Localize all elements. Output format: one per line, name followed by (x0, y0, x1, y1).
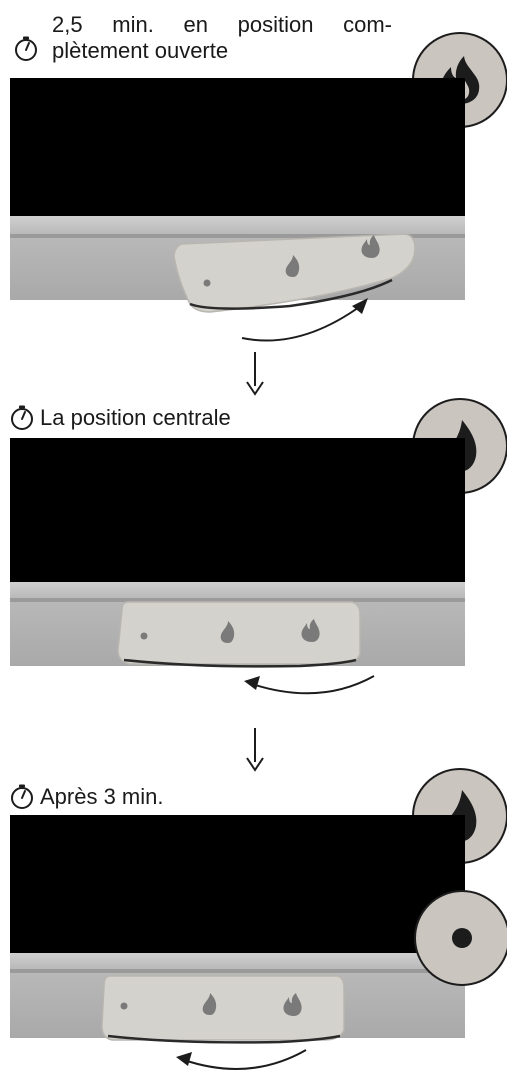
large-flame-icon (361, 235, 380, 258)
stopwatch-icon (11, 784, 33, 809)
rotation-arrow (241, 304, 363, 342)
rail-edge (10, 234, 465, 238)
small-flame-icon (202, 993, 217, 1015)
rail-edge (10, 969, 465, 973)
step-3-caption: Après 3 min. (40, 784, 164, 809)
fireplace-glass (10, 78, 465, 216)
caption-line: plètement ouverte (52, 38, 229, 63)
step-1-lever-drawing (173, 233, 416, 342)
stopwatch-icon (15, 36, 37, 61)
fireplace-glass (10, 438, 465, 582)
top-rail (10, 216, 465, 234)
down-arrow-icon (246, 728, 264, 772)
step-1-caption: 2,5 min. en position com- plètement ouve… (52, 12, 392, 64)
step-2-lever-drawing (117, 601, 375, 695)
step-3-badge-off (414, 890, 507, 986)
dot-icon (203, 279, 211, 287)
dot-icon (120, 1002, 128, 1010)
step-3-fireplace (10, 815, 465, 1038)
dot-icon (140, 632, 148, 640)
stopwatch-icon (11, 405, 33, 430)
small-flame-icon (220, 621, 235, 643)
rotation-arrow (183, 1049, 307, 1070)
caption-word: 2,5 (52, 12, 83, 37)
caption-word: en (183, 12, 208, 37)
control-lever (101, 975, 345, 1041)
caption-word: com- (343, 12, 392, 37)
rotation-arrow (251, 675, 375, 695)
large-flame-icon (301, 619, 320, 642)
top-rail (10, 953, 465, 969)
top-rail (10, 582, 465, 598)
down-arrow-icon (246, 352, 264, 396)
caption-word: position (237, 12, 314, 37)
small-flame-icon (285, 255, 300, 277)
step-2-caption: La position centrale (40, 405, 231, 430)
fireplace-glass (10, 815, 465, 953)
caption-word: min. (112, 12, 154, 37)
rail-edge (10, 598, 465, 602)
dot-icon (452, 928, 472, 948)
large-flame-icon (283, 993, 302, 1016)
